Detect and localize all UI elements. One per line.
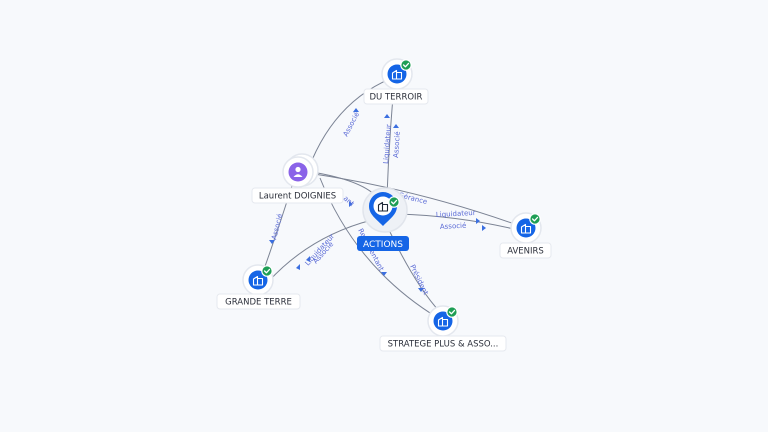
check-icon bbox=[390, 199, 398, 205]
edge-label-president: Président bbox=[408, 263, 430, 296]
arrow-marker bbox=[381, 272, 387, 276]
node-laurent-doignies[interactable]: Laurent DOIGNIES bbox=[251, 153, 344, 204]
check-icon bbox=[448, 309, 456, 315]
node-label-box bbox=[216, 293, 301, 310]
main-node-label-box bbox=[357, 236, 409, 251]
edge-actions-avenirs[interactable] bbox=[397, 213, 519, 231]
node-label: GRANDE TERRE bbox=[225, 298, 292, 308]
arrow-marker bbox=[384, 114, 390, 118]
node-label-box bbox=[363, 88, 429, 105]
building-icon bbox=[391, 69, 403, 80]
node-label-box bbox=[499, 242, 552, 259]
edge-label-partial: ant bbox=[342, 194, 356, 208]
edge-label-liquidateur: Liquidateur bbox=[436, 209, 476, 219]
node-avenirs[interactable]: AVENIRS bbox=[499, 212, 552, 259]
edge-actions-grandeterre[interactable] bbox=[267, 219, 373, 283]
arrow-marker bbox=[393, 124, 399, 128]
node-label: AVENIRS bbox=[507, 247, 544, 257]
edge-laurent-duterroir[interactable] bbox=[311, 77, 393, 161]
check-icon bbox=[402, 62, 410, 68]
edge-label-associe: Associé bbox=[392, 131, 402, 158]
arrow-marker bbox=[306, 256, 310, 262]
edge-label-associe: Associé bbox=[270, 213, 284, 241]
check-icon bbox=[531, 216, 539, 222]
main-node-label: ACTIONS bbox=[363, 240, 403, 250]
node-label-box bbox=[379, 335, 507, 352]
verified-badge-icon bbox=[446, 306, 458, 318]
arrow-marker bbox=[269, 240, 275, 244]
arrow-marker bbox=[418, 288, 424, 292]
building-icon bbox=[437, 316, 449, 327]
edge-label-liquidateur: Liquidateur bbox=[382, 124, 393, 164]
check-icon bbox=[263, 268, 271, 274]
arrow-marker bbox=[482, 225, 486, 231]
node-label-box bbox=[251, 187, 344, 204]
edge-label-associe: Associé bbox=[342, 111, 361, 138]
verified-badge-icon bbox=[529, 213, 541, 225]
edge-arrows bbox=[269, 108, 486, 292]
verified-badge-icon bbox=[261, 265, 273, 277]
verified-badge-icon bbox=[400, 59, 412, 71]
node-label: STRATEGE PLUS & ASSO... bbox=[388, 340, 499, 350]
arrow-marker bbox=[476, 218, 480, 224]
person-icon bbox=[293, 166, 303, 177]
node-stratege-plus[interactable]: STRATEGE PLUS & ASSO... bbox=[379, 305, 507, 352]
arrow-marker bbox=[353, 108, 359, 112]
building-icon bbox=[377, 201, 389, 212]
node-du-terroir[interactable]: DU TERROIR bbox=[363, 58, 429, 105]
node-actions-main[interactable]: ACTIONS bbox=[357, 187, 409, 251]
arrow-marker bbox=[349, 201, 353, 207]
edge-label-associe: Associé bbox=[440, 222, 467, 231]
edge-laurent-avenirs[interactable] bbox=[313, 173, 521, 227]
node-grande-terre[interactable]: GRANDE TERRE bbox=[216, 264, 301, 310]
arrow-marker bbox=[296, 264, 300, 270]
node-label: Laurent DOIGNIES bbox=[259, 192, 336, 202]
building-icon bbox=[252, 275, 264, 286]
building-icon bbox=[520, 223, 532, 234]
verified-badge-icon bbox=[388, 196, 400, 208]
node-label: DU TERROIR bbox=[370, 93, 423, 103]
